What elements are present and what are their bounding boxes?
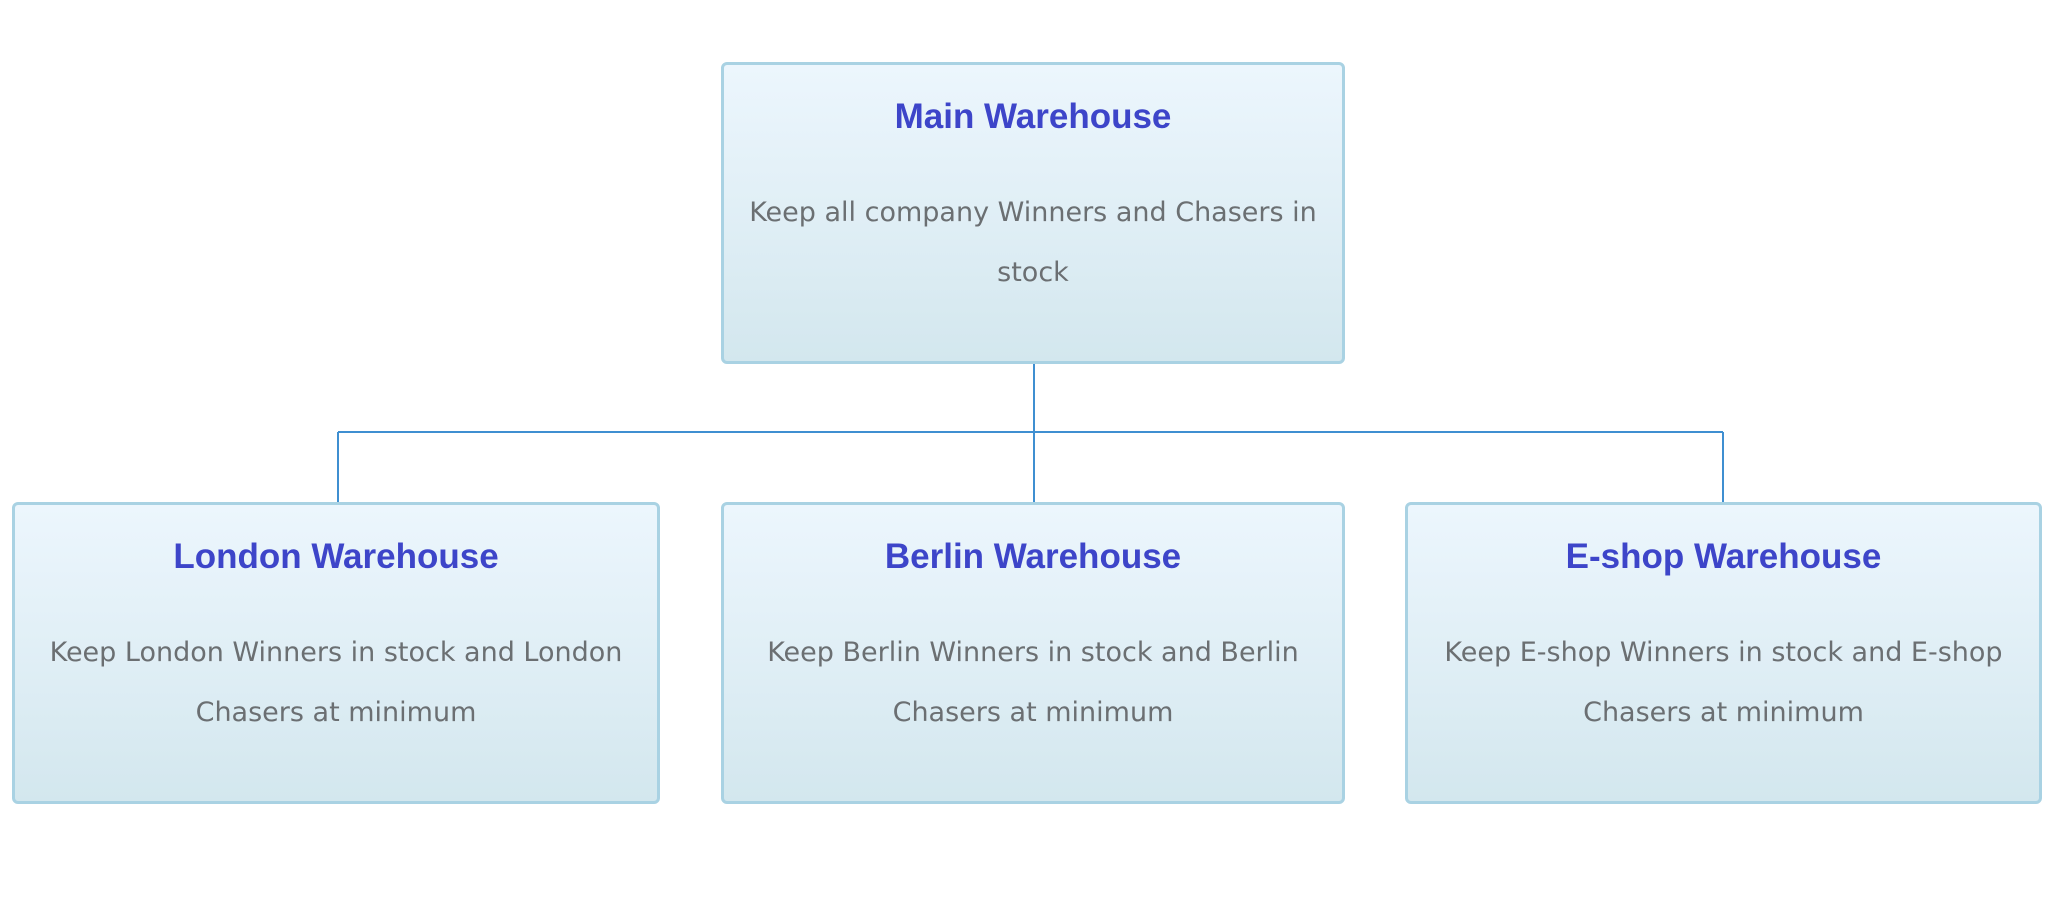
- node-berlin-warehouse: Berlin Warehouse Keep Berlin Winners in …: [721, 502, 1345, 804]
- node-title: E-shop Warehouse: [1565, 537, 1882, 576]
- node-description: Keep all company Winners and Chasers in …: [749, 197, 1317, 288]
- node-title: Berlin Warehouse: [884, 537, 1182, 576]
- node-london-warehouse: London Warehouse Keep London Winners in …: [12, 502, 660, 804]
- node-eshop-warehouse: E-shop Warehouse Keep E-shop Winners in …: [1405, 502, 2042, 804]
- node-title: London Warehouse: [173, 537, 499, 576]
- node-description: Keep E-shop Winners in stock and E-shop …: [1444, 637, 2003, 728]
- node-description: Keep London Winners in stock and London …: [49, 637, 623, 728]
- node-main-warehouse: Main Warehouse Keep all company Winners …: [721, 62, 1345, 364]
- node-title: Main Warehouse: [894, 97, 1172, 136]
- node-description: Keep Berlin Winners in stock and Berlin …: [767, 637, 1299, 728]
